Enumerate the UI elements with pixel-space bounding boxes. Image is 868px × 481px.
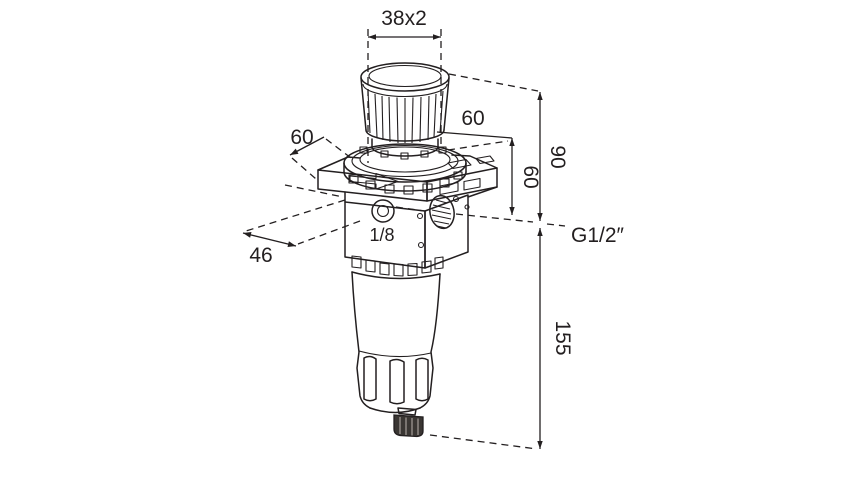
dim-38x2-label: 38x2 (381, 7, 427, 30)
dim-46-label: 46 (249, 244, 272, 267)
flow-arrow-icon (349, 172, 399, 190)
side-port-threaded (429, 194, 455, 230)
filter-bowl (351, 271, 441, 414)
bowl-lock-ring (351, 255, 444, 277)
knob-flutes (367, 90, 444, 144)
dim-60-width-label: 60 (461, 107, 484, 130)
dim-60-depth: 60 (289, 126, 352, 180)
dim-90-height-label: 90 (546, 145, 569, 168)
front-port-hole (371, 199, 395, 223)
dim-60-height: 60 (509, 138, 542, 215)
dim-60-width: 60 (436, 107, 513, 151)
dim-60-depth-label: 60 (290, 126, 313, 149)
dim-90: 90 (448, 73, 569, 221)
port-axis-centerline (284, 184, 425, 212)
adjustment-knob (360, 62, 450, 157)
dim-155-height-label: 155 (551, 320, 574, 355)
port-g12-label: G1/2″ (571, 224, 625, 247)
drain-knob (393, 414, 424, 438)
bonnet-ring (343, 143, 467, 195)
dim-155: 155 (429, 228, 574, 450)
port-1-8-label: 1/8 (369, 225, 394, 245)
dim-60-height-label: 60 (519, 165, 542, 188)
dim-38x2: 38x2 (367, 7, 442, 163)
drain-valve (393, 407, 424, 438)
regulator-body (317, 154, 498, 269)
dim-g12-port: G1/2″ (455, 213, 625, 247)
dim-46: 46 (242, 199, 361, 267)
bowl-guard-windows (363, 355, 429, 405)
